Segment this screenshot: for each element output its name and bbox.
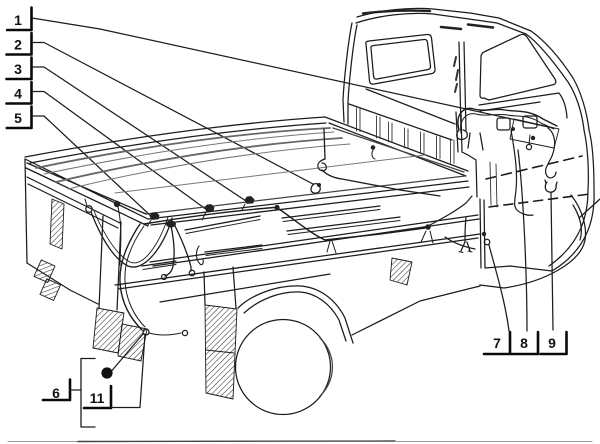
svg-text:2: 2 — [14, 37, 22, 53]
svg-text:4: 4 — [14, 86, 22, 102]
svg-text:9: 9 — [548, 335, 556, 351]
svg-text:8: 8 — [520, 335, 528, 351]
svg-text:6: 6 — [52, 385, 60, 401]
svg-text:7: 7 — [493, 335, 501, 351]
svg-text:5: 5 — [14, 110, 22, 126]
svg-text:11: 11 — [90, 390, 105, 406]
svg-text:1: 1 — [14, 12, 22, 28]
svg-text:3: 3 — [14, 61, 22, 77]
